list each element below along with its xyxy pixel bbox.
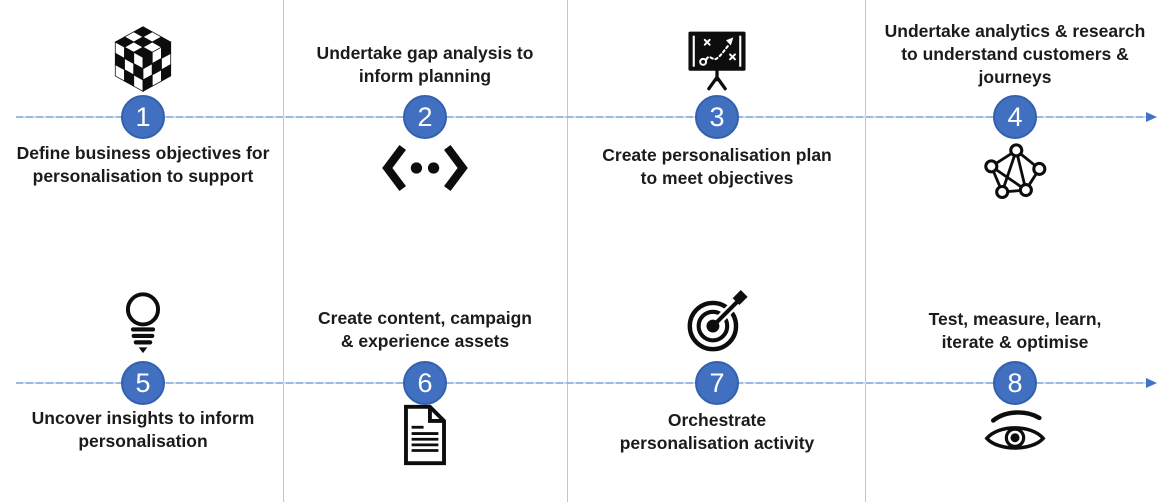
column-divider (567, 0, 568, 502)
eye-icon (984, 410, 1046, 450)
document-icon (404, 404, 446, 466)
step-number-badge: 1 (121, 95, 165, 139)
network-graph-icon (984, 143, 1047, 200)
timeline-arrowhead-icon (1146, 111, 1157, 122)
step-label: Uncover insights to inform personalisati… (31, 408, 255, 451)
code-icon (382, 144, 468, 192)
step-label: Orchestrate personalisation activity (619, 410, 815, 453)
strategy-board-icon (688, 31, 746, 91)
step-number-badge: 6 (403, 361, 447, 405)
lightbulb-icon (125, 292, 161, 354)
column-divider (283, 0, 284, 502)
step-label: Undertake analytics & research to unders… (884, 21, 1146, 87)
step-label: Define business objectives for personali… (16, 143, 270, 186)
step-label: Undertake gap analysis to inform plannin… (316, 43, 534, 86)
step-label: Create personalisation plan to meet obje… (602, 145, 832, 188)
step-number-badge: 8 (993, 361, 1037, 405)
target-arrow-icon (687, 290, 748, 352)
step-number-badge: 4 (993, 95, 1037, 139)
timeline-row-1 (16, 116, 1146, 118)
step-label: Test, measure, learn, iterate & optimise (928, 309, 1102, 352)
step-number-badge: 5 (121, 361, 165, 405)
rubiks-cube-icon (114, 26, 172, 92)
step-number-badge: 2 (403, 95, 447, 139)
timeline-row-2 (16, 382, 1146, 384)
timeline-arrowhead-icon (1146, 377, 1157, 388)
step-number-badge: 7 (695, 361, 739, 405)
step-number-badge: 3 (695, 95, 739, 139)
column-divider (865, 0, 866, 502)
step-label: Create content, campaign & experience as… (318, 308, 532, 351)
